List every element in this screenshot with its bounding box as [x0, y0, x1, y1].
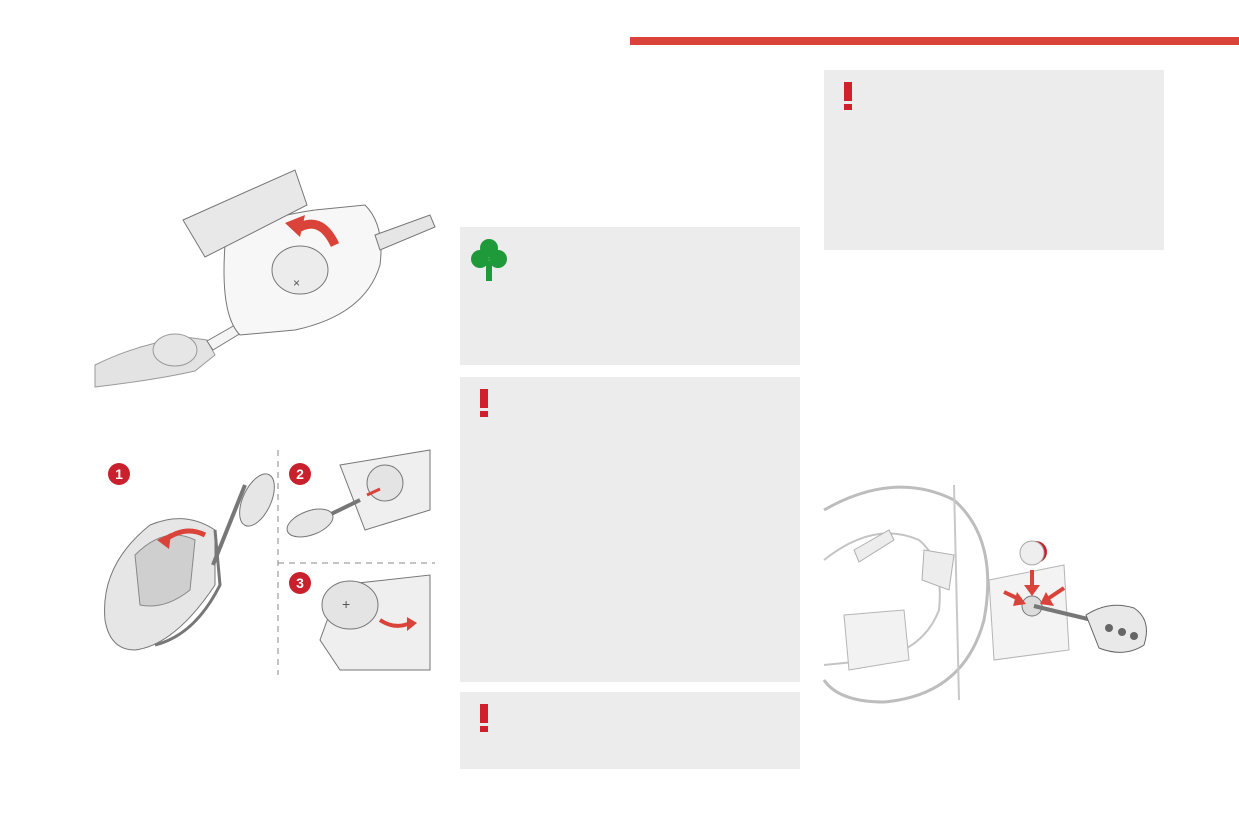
- exclamation-icon: [480, 389, 488, 417]
- illustration-battery-steps: +: [104, 449, 435, 675]
- illustration-key-cover-removal: ×: [94, 169, 436, 388]
- warning-box-3: [824, 70, 1164, 250]
- step-1-badge: 1: [108, 463, 130, 485]
- exclamation-icon: [480, 704, 488, 732]
- svg-text:+: +: [342, 596, 350, 612]
- warning-box-2: [460, 692, 800, 769]
- illustration-ignition-key: [822, 484, 1147, 704]
- exclamation-icon: [844, 82, 852, 110]
- step-2-badge: 2: [289, 463, 311, 485]
- eco-tip-box: [460, 227, 800, 365]
- warning-box-1: [460, 377, 800, 682]
- svg-text:×: ×: [293, 276, 300, 290]
- clover-icon: [471, 239, 507, 281]
- section-header-bar: [630, 37, 1239, 45]
- step-3-badge: 3: [289, 572, 311, 594]
